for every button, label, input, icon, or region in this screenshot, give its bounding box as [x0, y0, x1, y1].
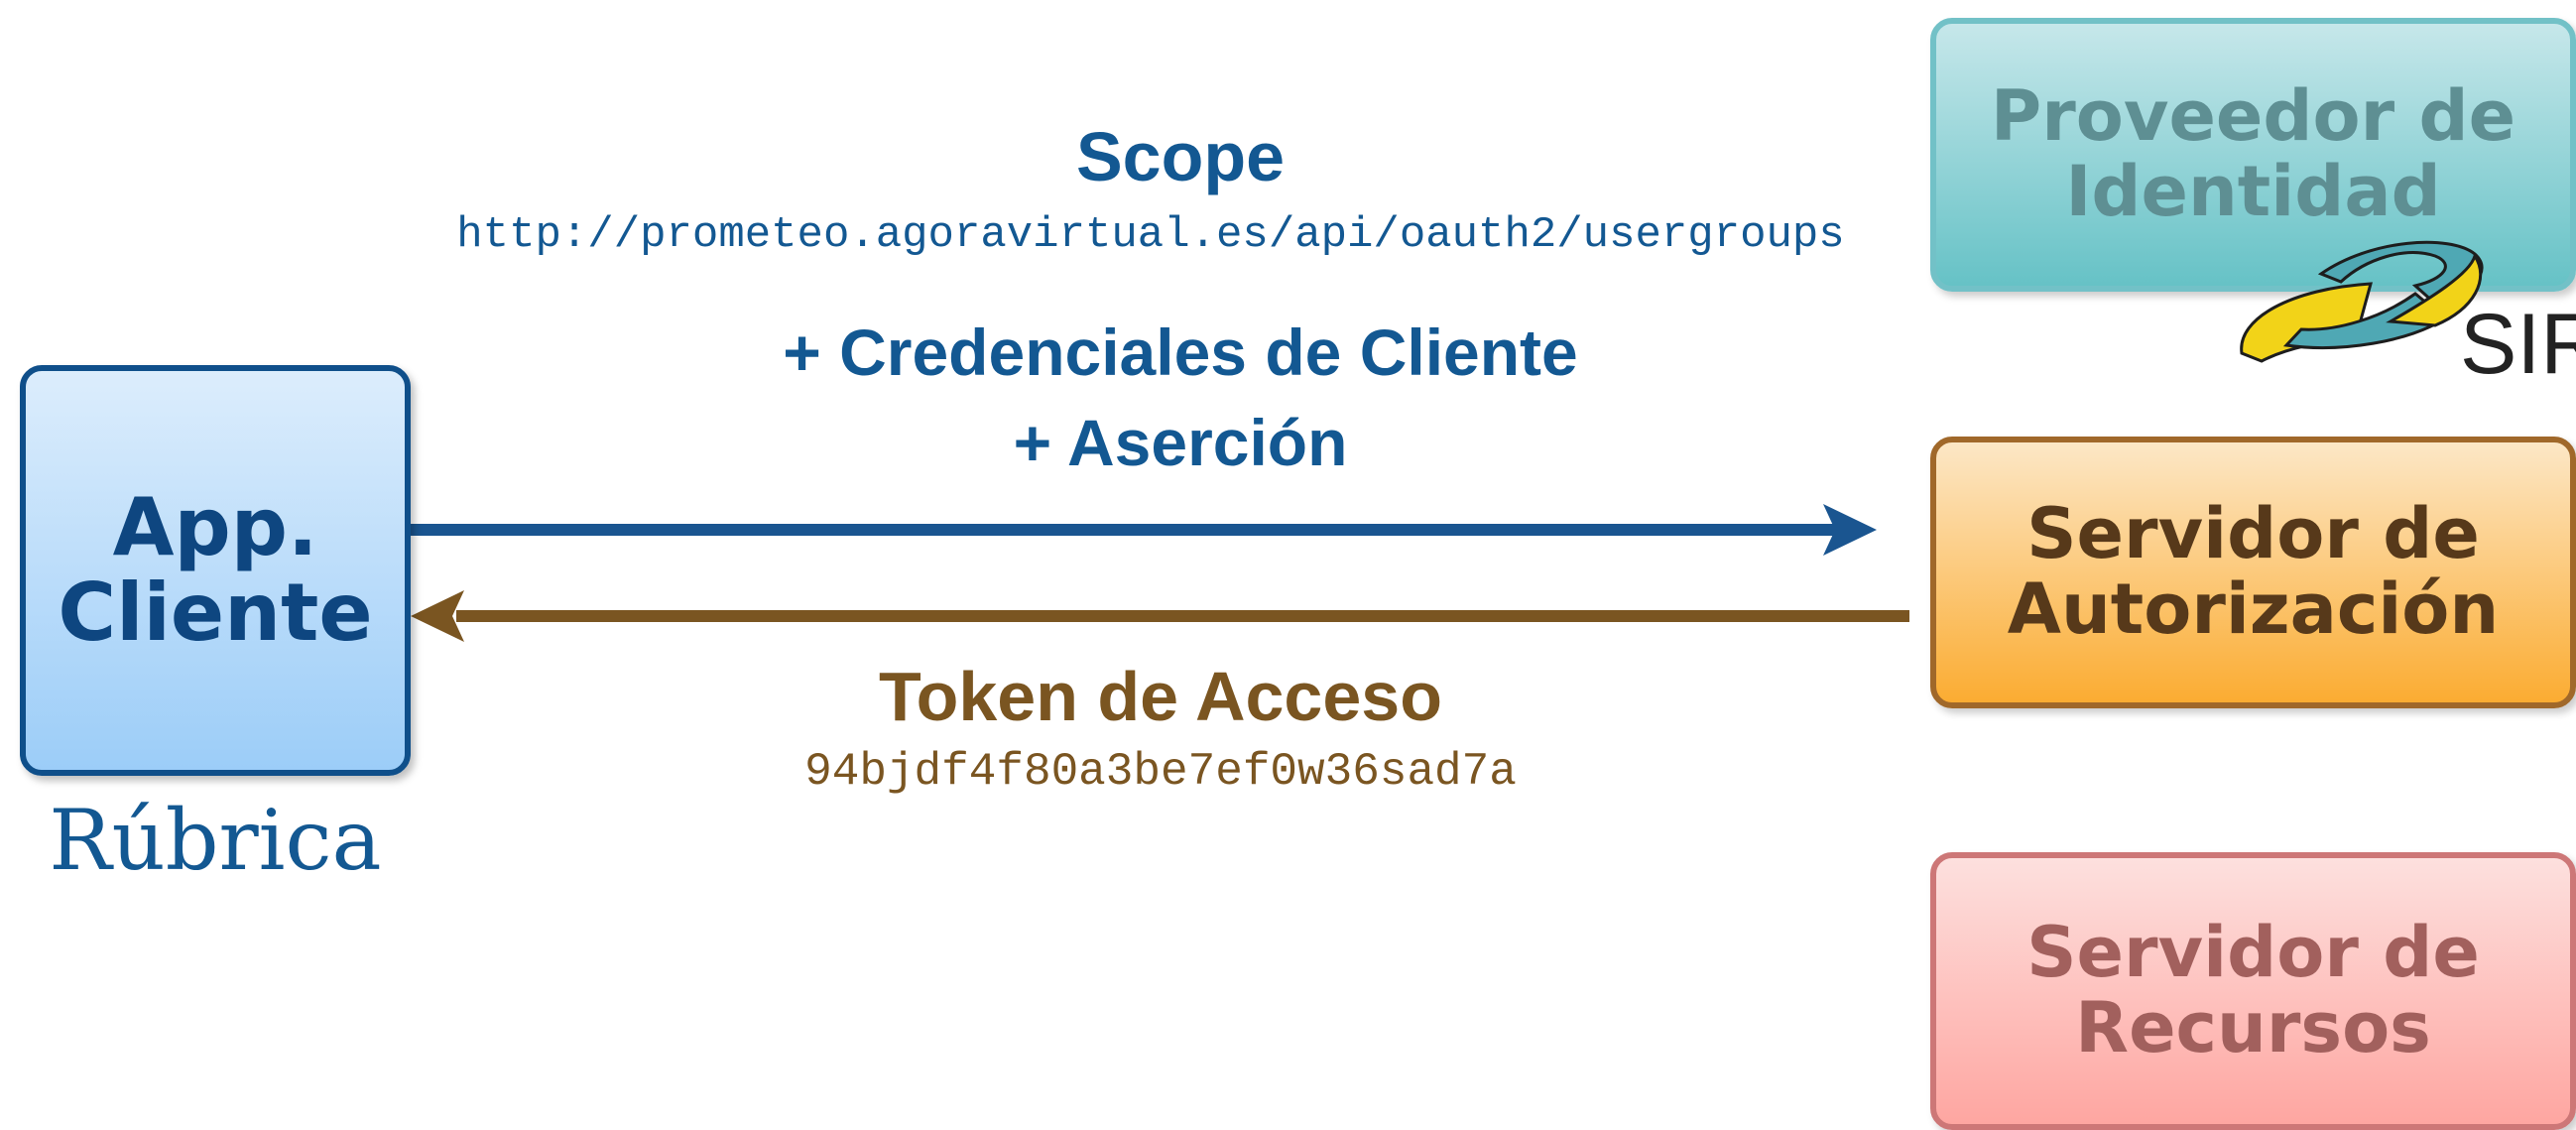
request-arrow [411, 504, 1877, 556]
request-label: + Credenciales de Cliente + Aserción [694, 308, 1666, 488]
resource-server-line2: Recursos [2075, 987, 2431, 1068]
sir-logo-text: SIR [2460, 297, 2576, 383]
client-credentials-label: + Credenciales de Cliente [783, 315, 1578, 389]
client-app-line2: Cliente [58, 566, 373, 659]
sir-logo-mark [2240, 240, 2484, 363]
client-app-box: App. Cliente [20, 365, 411, 776]
scope-title: Scope [1075, 118, 1286, 195]
authorization-server-box: Servidor de Autorización [1930, 437, 2576, 708]
resource-server-box: Servidor de Recursos [1930, 852, 2576, 1130]
identity-provider-box: Proveedor de Identidad [1930, 18, 2576, 292]
sir-logo: SIR [2240, 240, 2576, 383]
scope-url: http://prometeo.agoravirtual.es/api/oaut… [456, 210, 1845, 260]
client-app-caption: Rúbrica [49, 792, 382, 889]
authorization-server-line2: Autorización [2007, 568, 2500, 650]
assertion-label: + Aserción [1013, 406, 1348, 480]
client-app-line1: App. [112, 480, 318, 573]
access-token-value: 94bjdf4f80a3be7ef0w36sad7a [804, 746, 1517, 798]
access-token-title: Token de Acceso [879, 658, 1442, 735]
authorization-server-line1: Servidor de [2026, 493, 2480, 575]
response-arrow [411, 590, 1909, 642]
identity-provider-line1: Proveedor de [1990, 75, 2516, 158]
identity-provider-line2: Identidad [2065, 151, 2441, 232]
resource-server-line1: Servidor de [2026, 912, 2480, 994]
